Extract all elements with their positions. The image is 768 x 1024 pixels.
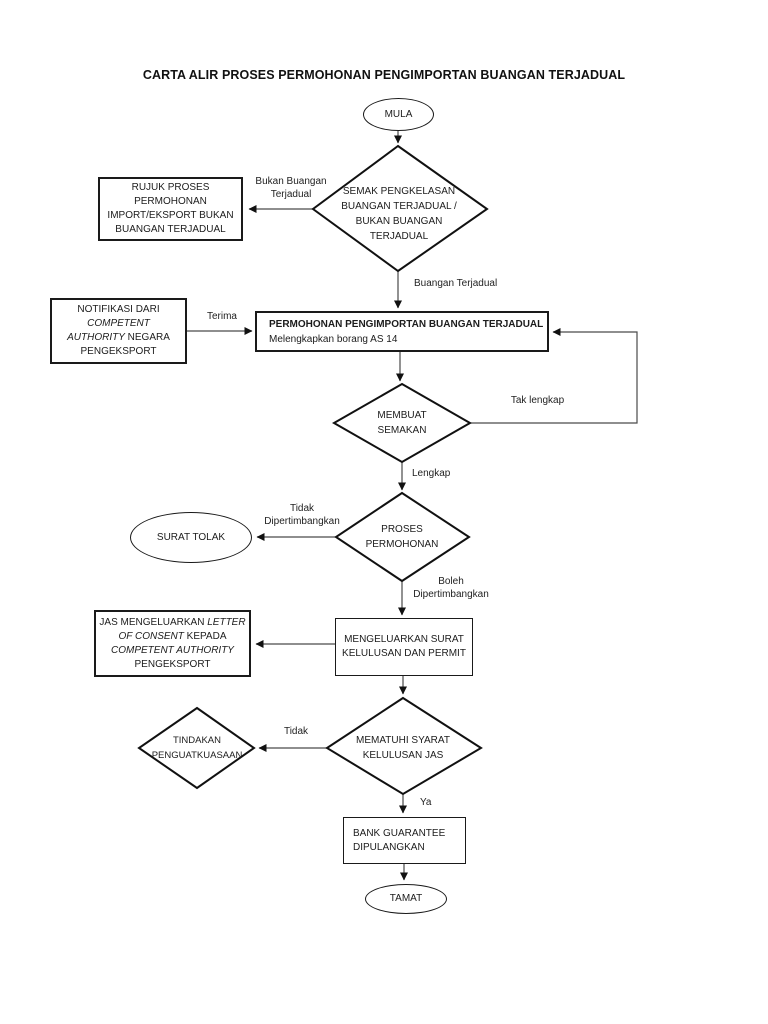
terminator-tamat: TAMAT	[365, 884, 447, 914]
edge-label-ya: Ya	[420, 797, 432, 808]
process-notifikasi: NOTIFIKASI DARI COMPETENT AUTHORITY NEGA…	[50, 298, 187, 364]
process-bank-guarantee: BANK GUARANTEE DIPULANGKAN	[343, 817, 466, 864]
connector-membuat-taklengkap-loop	[470, 328, 638, 424]
terminator-surat-tolak: SURAT TOLAK	[130, 512, 252, 563]
edge-label-terima: Terima	[206, 311, 237, 322]
edge-label-lengkap: Lengkap	[412, 468, 451, 479]
process-jas-letter-of-consent: JAS MENGELUARKAN LETTER OF CONSENT KEPAD…	[94, 610, 251, 677]
decision-proses-permohonan-label: PROSES PERMOHONAN	[365, 524, 439, 550]
terminator-mula: MULA	[363, 98, 434, 131]
edge-label-buangan-terjadual: Buangan Terjadual	[414, 278, 498, 289]
page-title: CARTA ALIR PROSES PERMOHONAN PENGIMPORTA…	[142, 68, 626, 82]
process-permohonan-pengimportan: PERMOHONAN PENGIMPORTAN BUANGAN TERJADUA…	[255, 311, 549, 352]
decision-shape-membuat-semakan	[331, 382, 473, 464]
process-mengeluarkan-surat: MENGELUARKAN SURAT KELULUSAN DAN PERMIT	[335, 618, 473, 676]
decision-shape-proses-permohonan	[334, 491, 471, 583]
decision-shape-semak	[311, 144, 489, 273]
decision-shape-mematuhi-syarat	[325, 696, 483, 796]
edge-label-tak-lengkap: Tak lengkap	[510, 395, 565, 406]
decision-semak-label: SEMAK PENGKELASAN BUANGAN TERJADUAL / BU…	[341, 186, 457, 242]
decision-shape-tindakan	[137, 706, 256, 790]
edge-label-tidak-dipertimbangkan: Tidak Dipertimbangkan	[264, 503, 340, 527]
decision-tindakan-label: TINDAKAN PENGUATKUASAAN	[151, 735, 243, 761]
edge-label-bukan-buangan-terjadual: Bukan Buangan Terjadual	[255, 176, 327, 200]
edge-label-tidak: Tidak	[283, 726, 309, 737]
process-rujuk: RUJUK PROSES PERMOHONAN IMPORT/EKSPORT B…	[98, 177, 243, 241]
edge-label-boleh-dipertimbangkan: Boleh Dipertimbangkan	[413, 576, 489, 600]
decision-membuat-semakan-label: MEMBUAT SEMAKAN	[377, 410, 427, 436]
decision-mematuhi-syarat-label: MEMATUHI SYARAT KELULUSAN JAS	[356, 735, 450, 761]
